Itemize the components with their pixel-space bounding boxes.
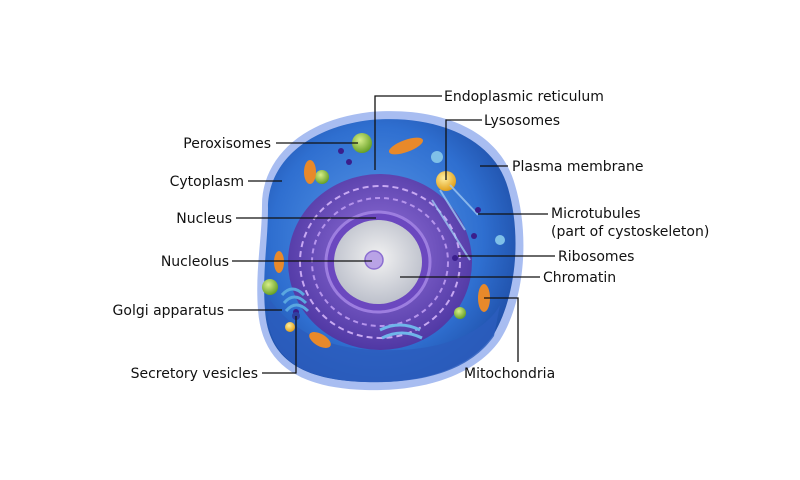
label-peroxisomes: Peroxisomes — [183, 136, 271, 152]
ribosome-dot — [471, 233, 477, 239]
label-secretory-vesicles: Secretory vesicles — [131, 366, 258, 382]
label-chromatin: Chromatin — [543, 270, 616, 286]
leader-lines — [228, 95, 555, 374]
label-ribosomes: Ribosomes — [558, 249, 634, 265]
ribosome-dot — [346, 159, 352, 165]
peroxisome-shape — [262, 279, 278, 295]
label-plasma-membrane: Plasma membrane — [512, 159, 643, 175]
nucleolus-shape — [364, 250, 384, 270]
label-cytoplasm: Cytoplasm — [170, 174, 244, 190]
label-microtubules-subtitle: (part of cystoskeleton) — [551, 224, 709, 240]
label-nucleolus: Nucleolus — [161, 254, 229, 270]
er-fold-ring — [311, 197, 449, 327]
vesicle-shape — [495, 235, 505, 245]
mitochondrion-shape — [388, 137, 424, 155]
mitochondrion-shape — [274, 251, 284, 273]
mitochondrion-shape — [309, 332, 331, 348]
leader-secretory-vesicles — [262, 316, 297, 374]
golgi-lower-stack — [379, 323, 423, 340]
label-microtubules: Microtubules — [551, 206, 641, 222]
label-endoplasmic-reticulum: Endoplasmic reticulum — [444, 89, 604, 105]
labels: Endoplasmic reticulum Lysosomes Peroxiso… — [113, 89, 710, 382]
label-lysosomes: Lysosomes — [484, 113, 560, 129]
leader-endoplasmic-reticulum — [374, 95, 442, 170]
peroxisome-shape — [315, 170, 329, 184]
cytoplasm-cut-face — [268, 300, 500, 383]
lysosome-shape — [285, 322, 295, 332]
golgi-apparatus-shape — [280, 287, 310, 313]
microtubule-shape — [431, 184, 479, 261]
label-nucleus: Nucleus — [176, 211, 232, 227]
er-fold-ring — [299, 185, 461, 339]
ribosome-dot — [475, 207, 481, 213]
leader-mitochondria — [484, 297, 519, 362]
mitochondrion-shape — [304, 160, 316, 184]
peroxisome-shape — [352, 133, 372, 153]
peroxisome-shape — [454, 307, 466, 319]
ribosome-dot — [338, 148, 344, 154]
label-golgi-apparatus: Golgi apparatus — [113, 303, 224, 319]
ribosome-dot — [452, 255, 458, 261]
label-mitochondria: Mitochondria — [464, 366, 555, 382]
vesicle-shape — [431, 151, 443, 163]
leader-lysosomes — [445, 119, 482, 180]
